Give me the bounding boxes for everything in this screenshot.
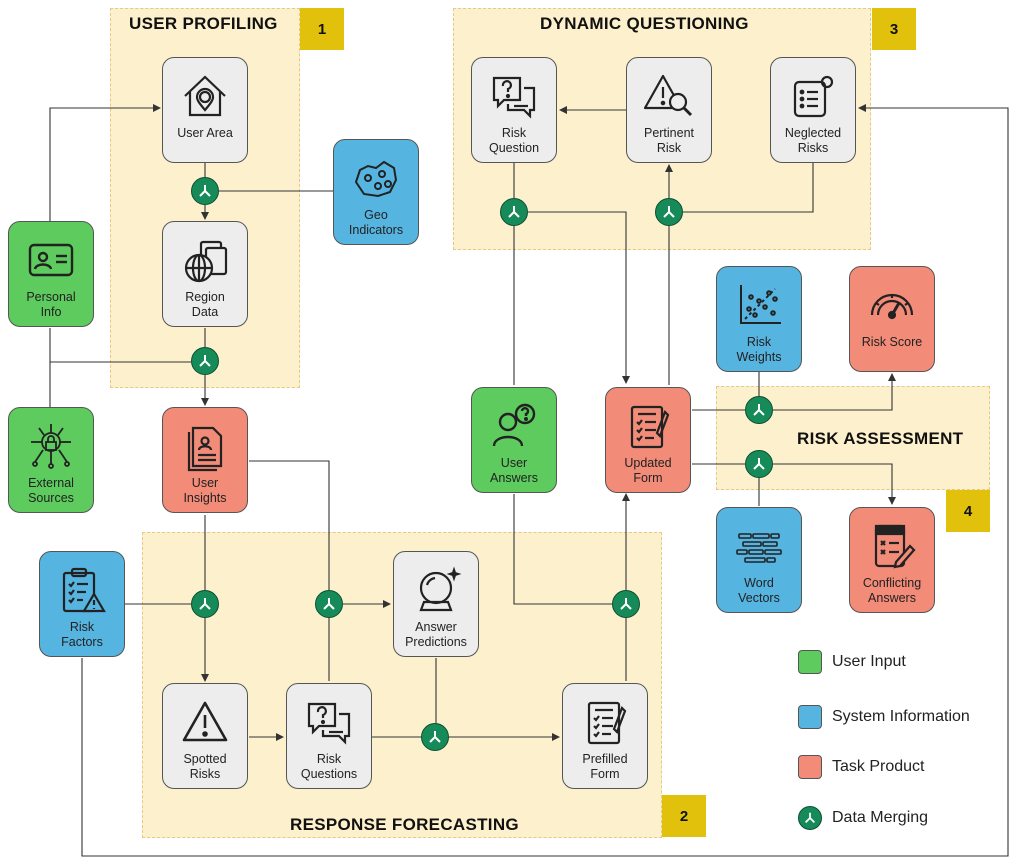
list-notification-icon <box>793 75 834 118</box>
external-sources-label: External Sources <box>28 476 74 505</box>
node-answer-predictions[interactable]: Answer Predictions <box>393 551 479 657</box>
node-risk-score[interactable]: Risk Score <box>849 266 935 372</box>
merge-icon <box>745 450 773 478</box>
warning-triangle-icon <box>182 701 228 742</box>
scatter-plot-icon <box>740 285 781 324</box>
node-risk-weights[interactable]: Risk Weights <box>716 266 802 372</box>
node-risk-questions[interactable]: Risk Questions <box>286 683 372 789</box>
node-external-sources[interactable]: External Sources <box>8 407 94 513</box>
node-user-answers[interactable]: User Answers <box>471 387 557 493</box>
dynamic-questioning-title: DYNAMIC QUESTIONING <box>540 14 749 33</box>
node-updated-form[interactable]: Updated Form <box>605 387 691 493</box>
word-vectors-icon <box>736 533 782 563</box>
legend-label: System Information <box>832 708 970 725</box>
user-profiling-badge: 1 <box>300 8 344 50</box>
node-geo-indicators[interactable]: Geo Indicators <box>333 139 419 245</box>
dynamic-questioning-badge: 3 <box>872 8 916 50</box>
house-location-icon <box>184 75 226 117</box>
network-lock-icon <box>31 424 71 469</box>
risk-factors-label: Risk Factors <box>61 620 103 649</box>
node-risk-factors[interactable]: Risk Factors <box>39 551 125 657</box>
merge-icon <box>421 723 449 751</box>
map-pins-icon <box>354 160 398 198</box>
legend-swatch-task-product <box>798 755 822 779</box>
node-region-data[interactable]: Region Data <box>162 221 248 327</box>
question-chat-icon <box>492 76 536 119</box>
clipboard-warning-icon <box>62 567 106 613</box>
node-word-vectors[interactable]: Word Vectors <box>716 507 802 613</box>
node-spotted-risks[interactable]: Spotted Risks <box>162 683 248 789</box>
profile-document-icon <box>187 426 223 472</box>
user-insights-label: User Insights <box>183 476 227 505</box>
node-user-area[interactable]: User Area <box>162 57 248 163</box>
risk-assessment-title: RISK ASSESSMENT <box>797 429 964 448</box>
merge-icon <box>612 590 640 618</box>
updated-form-label: Updated Form <box>624 456 672 485</box>
legend-label: User Input <box>832 653 906 670</box>
user-answers-label: User Answers <box>490 456 538 485</box>
risk-questions-label: Risk Questions <box>300 752 358 781</box>
risk-score-label: Risk Score <box>861 335 923 349</box>
risk-weights-label: Risk Weights <box>736 335 782 364</box>
user-area-label: User Area <box>177 126 233 140</box>
node-pertinent-risk[interactable]: Pertinent Risk <box>626 57 712 163</box>
node-personal-info[interactable]: Personal Info <box>8 221 94 327</box>
spotted-risks-label: Spotted Risks <box>183 752 227 781</box>
merge-icon <box>191 347 219 375</box>
legend-label: Task Product <box>832 758 925 775</box>
legend-system-information: System Information <box>798 704 970 730</box>
checklist-form-icon <box>587 701 627 745</box>
personal-info-label: Personal Info <box>26 290 76 319</box>
word-vectors-label: Word Vectors <box>738 576 780 605</box>
id-card-icon <box>28 243 74 277</box>
checklist-pen-icon <box>874 524 916 569</box>
user-profiling-title: USER PROFILING <box>129 14 278 33</box>
question-chat-icon <box>307 702 351 745</box>
node-conflicting-answers[interactable]: Conflicting Answers <box>849 507 935 613</box>
geo-indicators-label: Geo Indicators <box>348 208 404 237</box>
legend-task-product: Task Product <box>798 754 924 780</box>
gauge-icon <box>870 293 914 320</box>
merge-icon <box>500 198 528 226</box>
node-prefilled-form[interactable]: Prefilled Form <box>562 683 648 789</box>
risk-question-label: Risk Question <box>488 126 540 155</box>
merge-icon <box>191 590 219 618</box>
node-user-insights[interactable]: User Insights <box>162 407 248 513</box>
legend-user-input: User Input <box>798 649 906 675</box>
pertinent-risk-label: Pertinent Risk <box>643 126 695 155</box>
node-risk-question[interactable]: Risk Question <box>471 57 557 163</box>
conflicting-answers-label: Conflicting Answers <box>862 576 922 605</box>
merge-icon <box>315 590 343 618</box>
risk-assessment-badge: 4 <box>946 490 990 532</box>
legend-data-merging: Data Merging <box>798 805 928 831</box>
merge-icon <box>655 198 683 226</box>
prefilled-form-label: Prefilled Form <box>582 752 628 781</box>
merge-icon <box>745 396 773 424</box>
node-neglected-risks[interactable]: Neglected Risks <box>770 57 856 163</box>
legend-swatch-user-input <box>798 650 822 674</box>
legend-label: Data Merging <box>832 809 929 826</box>
warning-magnifier-icon <box>643 74 693 117</box>
region-data-label: Region Data <box>185 290 225 319</box>
neglected-risks-label: Neglected Risks <box>784 126 842 155</box>
merge-icon <box>191 177 219 205</box>
crystal-ball-icon <box>419 566 462 612</box>
globe-documents-icon <box>184 240 228 283</box>
response-forecasting-title: RESPONSE FORECASTING <box>290 815 519 834</box>
merge-icon <box>798 806 822 830</box>
user-question-icon <box>492 403 536 447</box>
legend-swatch-system-information <box>798 705 822 729</box>
answer-predictions-label: Answer Predictions <box>405 620 467 649</box>
checklist-form-icon <box>630 405 670 449</box>
response-forecasting-badge: 2 <box>662 795 706 837</box>
